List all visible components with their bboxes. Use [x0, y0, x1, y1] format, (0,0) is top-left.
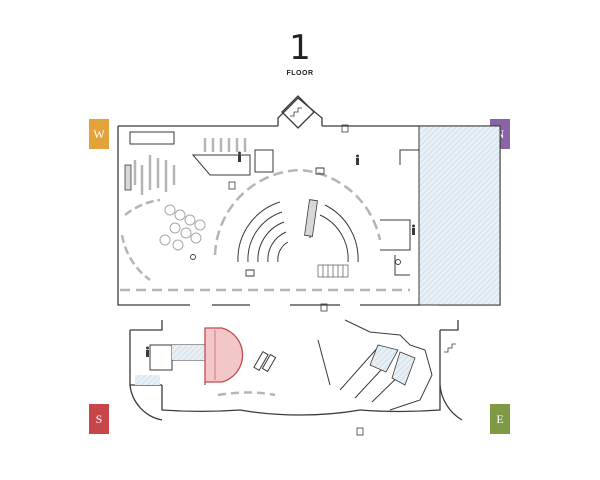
lower-building-walls — [129, 320, 463, 421]
central-stairs — [317, 264, 349, 278]
seating-arc — [120, 198, 161, 282]
west-reading-table — [129, 131, 175, 145]
central-desk — [304, 199, 318, 237]
south-center-stacks — [253, 351, 277, 373]
central-fan-right — [309, 201, 359, 263]
upper-room — [191, 154, 251, 176]
southwest-hatched — [172, 345, 205, 360]
compass-south-badge: S — [89, 404, 109, 434]
west-desk — [124, 164, 132, 191]
outer-fan-arc — [213, 168, 382, 256]
compass-east-badge: E — [490, 404, 510, 434]
restroom-block — [254, 149, 274, 173]
south-center-dash — [217, 391, 276, 397]
floor-label: FLOOR — [286, 70, 314, 77]
restroom-icon — [146, 151, 415, 357]
southeast-rooms — [317, 319, 433, 411]
west-stacks — [133, 138, 247, 195]
floor-number: 1 — [289, 28, 311, 68]
stairs-icon — [290, 107, 456, 353]
info-desk-icon — [245, 167, 325, 277]
southeast-hatched — [369, 344, 416, 386]
central-fan-stacks — [237, 201, 289, 263]
seating-area — [159, 204, 206, 251]
southwest-hatched-small — [135, 375, 160, 385]
north-hatched-zone — [418, 125, 501, 306]
accessible-icon — [190, 254, 401, 265]
northeast-room — [380, 219, 411, 276]
highlighted-room[interactable] — [204, 327, 244, 383]
elevator-icon — [228, 124, 364, 436]
compass-west-badge: W — [89, 119, 109, 149]
north-zone-wall — [399, 126, 420, 305]
